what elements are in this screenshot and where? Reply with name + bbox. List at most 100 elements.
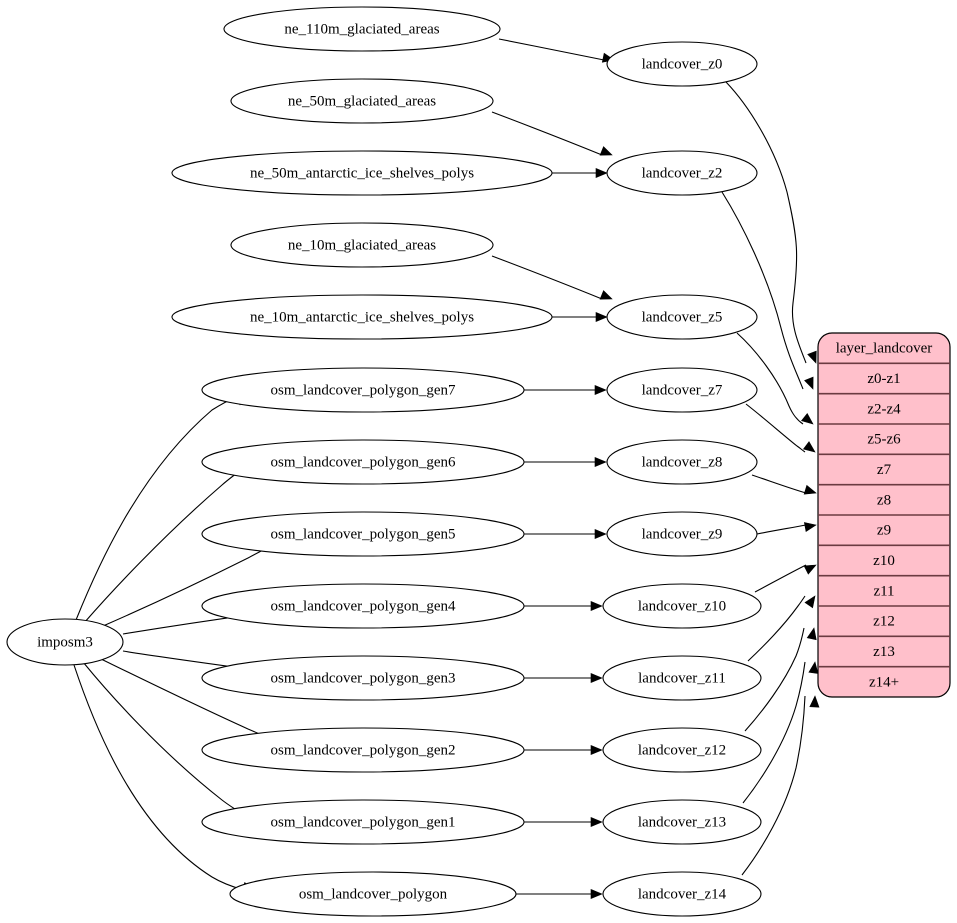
landcover-node-ellipse[interactable]	[602, 727, 762, 773]
node-imposm3[interactable]: imposm3	[6, 618, 124, 666]
source-node-ellipse[interactable]	[6, 618, 124, 666]
node-osm_landcover_polygon[interactable]: osm_landcover_polygon	[229, 871, 517, 917]
row-hit-area[interactable]	[818, 606, 950, 636]
node-osm_landcover_polygon_gen5[interactable]: osm_landcover_polygon_gen5	[201, 511, 525, 557]
osm-node-ellipse[interactable]	[201, 511, 525, 557]
node-osm_landcover_polygon_gen7[interactable]: osm_landcover_polygon_gen7	[201, 367, 525, 413]
layer-table-row-z0-z1[interactable]: z0-z1	[818, 363, 950, 393]
node-osm_landcover_polygon_gen6[interactable]: osm_landcover_polygon_gen6	[201, 439, 525, 485]
edge-line	[498, 38, 605, 61]
layer-table-row-z8[interactable]: z8	[818, 485, 950, 515]
edge-landcover_z13-to-layer_landcover_z13	[742, 661, 819, 804]
edge-arrowhead	[594, 456, 607, 468]
edge-line	[73, 664, 245, 891]
natural-earth-node-ellipse[interactable]	[171, 294, 553, 340]
node-osm_landcover_polygon_gen1[interactable]: osm_landcover_polygon_gen1	[201, 799, 525, 845]
edge-line	[725, 81, 807, 364]
natural-earth-node-ellipse[interactable]	[223, 6, 501, 52]
edge-line	[756, 524, 807, 535]
row-hit-area[interactable]	[818, 576, 950, 606]
node-ne_110m_glaciated_areas[interactable]: ne_110m_glaciated_areas	[223, 6, 501, 52]
layer-table-row-z14+[interactable]: z14+	[818, 667, 950, 697]
edge-arrowhead	[594, 384, 607, 396]
node-landcover_z14[interactable]: landcover_z14	[602, 871, 762, 917]
edge-arrowhead	[590, 888, 603, 900]
layer-table-row-z7[interactable]: z7	[818, 454, 950, 484]
layer-table-row-z2-z4[interactable]: z2-z4	[818, 394, 950, 424]
node-landcover_z9[interactable]: landcover_z9	[606, 511, 758, 557]
row-hit-area[interactable]	[818, 636, 950, 666]
node-landcover_z0[interactable]: landcover_z0	[606, 41, 758, 87]
edge-line	[491, 111, 603, 156]
osm-node-ellipse[interactable]	[201, 799, 525, 845]
edge-arrowhead	[801, 413, 814, 425]
row-hit-area[interactable]	[818, 667, 950, 697]
node-osm_landcover_polygon_gen2[interactable]: osm_landcover_polygon_gen2	[201, 727, 525, 773]
edge-arrowhead	[590, 672, 603, 684]
row-hit-area[interactable]	[818, 454, 950, 484]
row-hit-area[interactable]	[818, 545, 950, 575]
edge-landcover_z8-to-layer_landcover_z8	[751, 474, 817, 495]
edge-line	[75, 395, 239, 621]
osm-node-ellipse[interactable]	[201, 727, 525, 773]
edge-landcover_z0-to-layer_landcover_z0-z1	[725, 81, 817, 364]
osm-node-ellipse[interactable]	[201, 439, 525, 485]
node-landcover_z2[interactable]: landcover_z2	[606, 150, 758, 196]
edge-arrowhead	[802, 441, 816, 453]
node-osm_landcover_polygon_gen4[interactable]: osm_landcover_polygon_gen4	[201, 583, 525, 629]
row-hit-area[interactable]	[818, 363, 950, 393]
node-landcover_z12[interactable]: landcover_z12	[602, 727, 762, 773]
node-landcover_z7[interactable]: landcover_z7	[606, 367, 758, 413]
edge-osm_landcover_polygon_gen3-to-landcover_z11	[524, 672, 603, 684]
layer-table-row-z13[interactable]: z13	[818, 636, 950, 666]
osm-node-ellipse[interactable]	[201, 367, 525, 413]
landcover-node-ellipse[interactable]	[606, 41, 758, 87]
landcover-node-ellipse[interactable]	[602, 583, 762, 629]
layer-table-row-z10[interactable]: z10	[818, 545, 950, 575]
osm-node-ellipse[interactable]	[201, 655, 525, 701]
edge-landcover_z11-to-layer_landcover_z11	[747, 595, 816, 662]
edge-ne_50m_glaciated_areas-to-landcover_z2	[491, 111, 613, 156]
layer-table-row-z5-z6[interactable]: z5-z6	[818, 424, 950, 454]
row-hit-area[interactable]	[818, 424, 950, 454]
row-hit-area[interactable]	[818, 515, 950, 545]
layer-table-row-z11[interactable]: z11	[818, 576, 950, 606]
osm-node-ellipse[interactable]	[229, 871, 517, 917]
node-ne_50m_antarctic_ice_shelves_polys[interactable]: ne_50m_antarctic_ice_shelves_polys	[171, 150, 553, 196]
node-osm_landcover_polygon_gen3[interactable]: osm_landcover_polygon_gen3	[201, 655, 525, 701]
node-landcover_z8[interactable]: landcover_z8	[606, 439, 758, 485]
landcover-node-ellipse[interactable]	[602, 799, 762, 845]
node-ne_10m_antarctic_ice_shelves_polys[interactable]: ne_10m_antarctic_ice_shelves_polys	[171, 294, 553, 340]
osm-node-ellipse[interactable]	[201, 583, 525, 629]
landcover-node-ellipse[interactable]	[606, 511, 758, 557]
layer-table-row-z12[interactable]: z12	[818, 606, 950, 636]
edge-arrowhead	[594, 528, 607, 540]
edge-arrowhead	[590, 744, 603, 756]
landcover-node-ellipse[interactable]	[602, 871, 762, 917]
edge-arrowhead	[803, 522, 817, 533]
node-ne_50m_glaciated_areas[interactable]: ne_50m_glaciated_areas	[230, 78, 494, 124]
node-landcover_z11[interactable]: landcover_z11	[602, 655, 762, 701]
landcover-node-ellipse[interactable]	[606, 367, 758, 413]
edge-landcover_z10-to-layer_landcover_z10	[754, 564, 817, 593]
edge-osm_landcover_polygon_gen1-to-landcover_z13	[523, 816, 603, 828]
row-hit-area[interactable]	[818, 394, 950, 424]
node-landcover_z13[interactable]: landcover_z13	[602, 799, 762, 845]
natural-earth-node-ellipse[interactable]	[230, 222, 494, 268]
landcover-node-ellipse[interactable]	[602, 655, 762, 701]
landcover-node-ellipse[interactable]	[606, 294, 758, 340]
layer-landcover-table: layer_landcoverz0-z1z2-z4z5-z6z7z8z9z10z…	[817, 332, 951, 698]
edge-arrowhead	[804, 595, 816, 609]
node-landcover_z10[interactable]: landcover_z10	[602, 583, 762, 629]
edge-line	[742, 661, 806, 804]
edge-landcover_z2-to-layer_landcover_z2-z4	[721, 191, 814, 390]
node-landcover_z5[interactable]: landcover_z5	[606, 294, 758, 340]
node-ne_10m_glaciated_areas[interactable]: ne_10m_glaciated_areas	[230, 222, 494, 268]
layer-table-row-z9[interactable]: z9	[818, 515, 950, 545]
landcover-node-ellipse[interactable]	[606, 439, 758, 485]
row-hit-area[interactable]	[818, 485, 950, 515]
landcover-node-ellipse[interactable]	[606, 150, 758, 196]
natural-earth-node-ellipse[interactable]	[171, 150, 553, 196]
natural-earth-node-ellipse[interactable]	[230, 78, 494, 124]
